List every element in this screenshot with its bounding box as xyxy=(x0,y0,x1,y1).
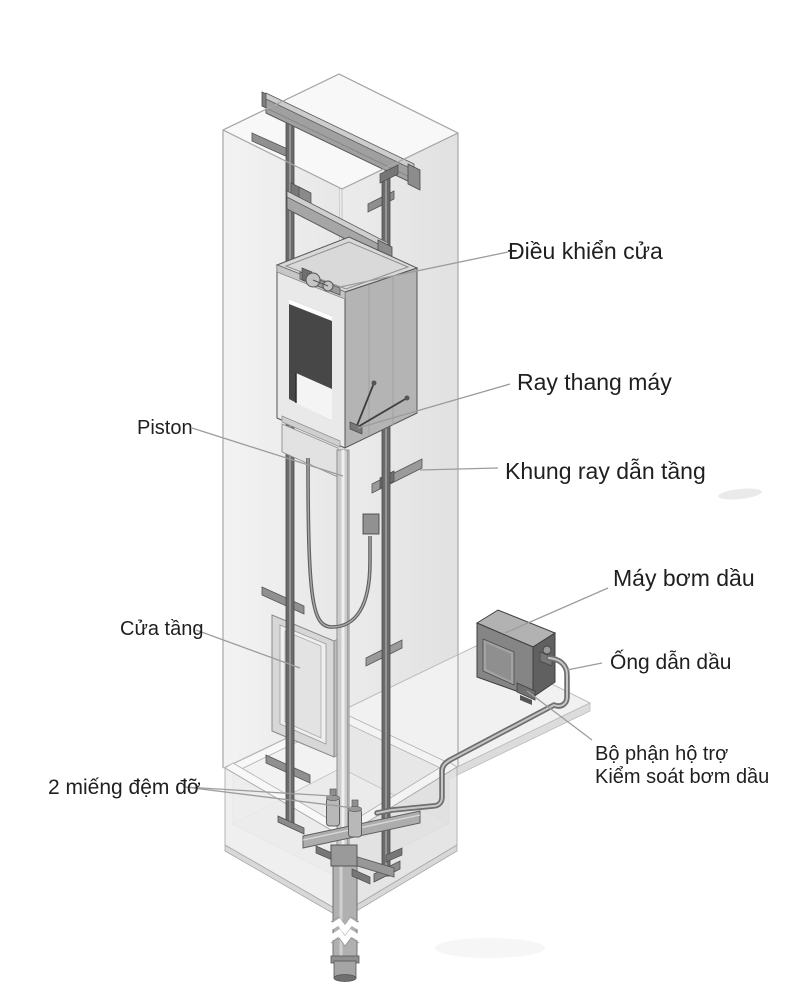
buffer-2-body xyxy=(348,808,362,838)
break-mark-2 xyxy=(329,928,361,946)
linkage-plate xyxy=(349,421,363,435)
car-sill xyxy=(281,415,341,448)
label-pump-support-2: Kiểm soát bơm dầu xyxy=(595,766,769,788)
piston-assembly xyxy=(329,449,361,982)
leader-buffer-2 xyxy=(184,786,355,809)
guide-rail-left-foot xyxy=(277,815,305,835)
shaft-edges xyxy=(222,73,459,768)
labels: Điều khiển cửa Ray thang máy Khung ray d… xyxy=(48,238,769,799)
leader-buffer-1 xyxy=(184,786,333,797)
linkage-pin-2 xyxy=(404,395,410,401)
rail-top-clamp xyxy=(379,164,399,184)
buffer-1-body xyxy=(326,797,340,827)
label-elevator-rail: Ray thang máy xyxy=(517,369,672,395)
door-operator-belt xyxy=(312,279,329,287)
break-edge-bottom xyxy=(330,937,360,947)
pump-foot xyxy=(520,695,532,705)
label-oil-pipe: Ống dẫn dầu xyxy=(610,650,731,674)
leader-door-control xyxy=(339,251,509,288)
beam1-shadow-line xyxy=(265,107,415,180)
foot-pad-2 xyxy=(351,868,371,885)
label-pump-support-1: Bộ phận hộ trợ xyxy=(595,743,728,765)
pump-outlet xyxy=(539,651,553,667)
linkage-pin-1 xyxy=(371,380,377,386)
label-buffers: 2 miếng đệm đỡ xyxy=(48,776,201,799)
elevator-car xyxy=(275,236,419,478)
shaft-top-back-edges xyxy=(222,73,459,134)
car-header-trim xyxy=(289,299,332,321)
car-interior-light xyxy=(296,373,332,421)
leader-oil-pipe xyxy=(566,662,603,671)
label-piston: Piston xyxy=(137,417,193,439)
buffer-2 xyxy=(348,799,362,838)
guide-rails xyxy=(277,111,401,883)
safety-linkage xyxy=(349,380,410,435)
shaft-top-front-edges xyxy=(222,129,459,190)
cable-inner xyxy=(307,457,371,628)
pump-control-unit xyxy=(516,682,536,701)
pit-machinery xyxy=(302,788,421,885)
break-edge-top xyxy=(330,916,360,926)
label-floor-guide: Khung ray dẫn tầng xyxy=(505,458,706,484)
label-door-control: Điều khiển cửa xyxy=(508,238,663,264)
oil-pipe-run xyxy=(374,655,570,816)
traveling-cable xyxy=(306,457,380,629)
leader-landing-door xyxy=(195,629,301,669)
pump-valve-top xyxy=(542,645,552,655)
linkage-rod-2 xyxy=(355,397,408,429)
cylinder-cap-bottom xyxy=(333,974,357,982)
leader-floor-guide xyxy=(419,467,499,471)
smudge-2 xyxy=(435,938,545,958)
leader-oil-pump xyxy=(504,587,609,634)
break-mark-1 xyxy=(329,917,361,935)
leader-piston xyxy=(191,427,344,477)
cylinder-collar xyxy=(330,844,358,867)
buffer-1-top xyxy=(326,795,340,801)
beam1-end-cap xyxy=(407,163,421,191)
pipe-inner xyxy=(376,657,568,814)
door-operator xyxy=(299,267,341,296)
linkage-rod-1 xyxy=(355,382,375,429)
smudges xyxy=(435,488,762,958)
leader-pump-support xyxy=(526,690,593,741)
junction-box xyxy=(362,513,380,535)
pump-panel-inner xyxy=(486,643,511,681)
label-landing-door: Cửa tầng xyxy=(120,618,203,640)
label-oil-pump: Máy bơm dầu xyxy=(613,565,755,591)
smudge-1 xyxy=(718,488,762,500)
leader-lines xyxy=(184,251,609,809)
oil-pump-unit xyxy=(475,609,557,705)
foot-pad-3 xyxy=(385,847,403,863)
leader-elevator-rail xyxy=(357,383,511,429)
buffer-1 xyxy=(326,788,340,827)
